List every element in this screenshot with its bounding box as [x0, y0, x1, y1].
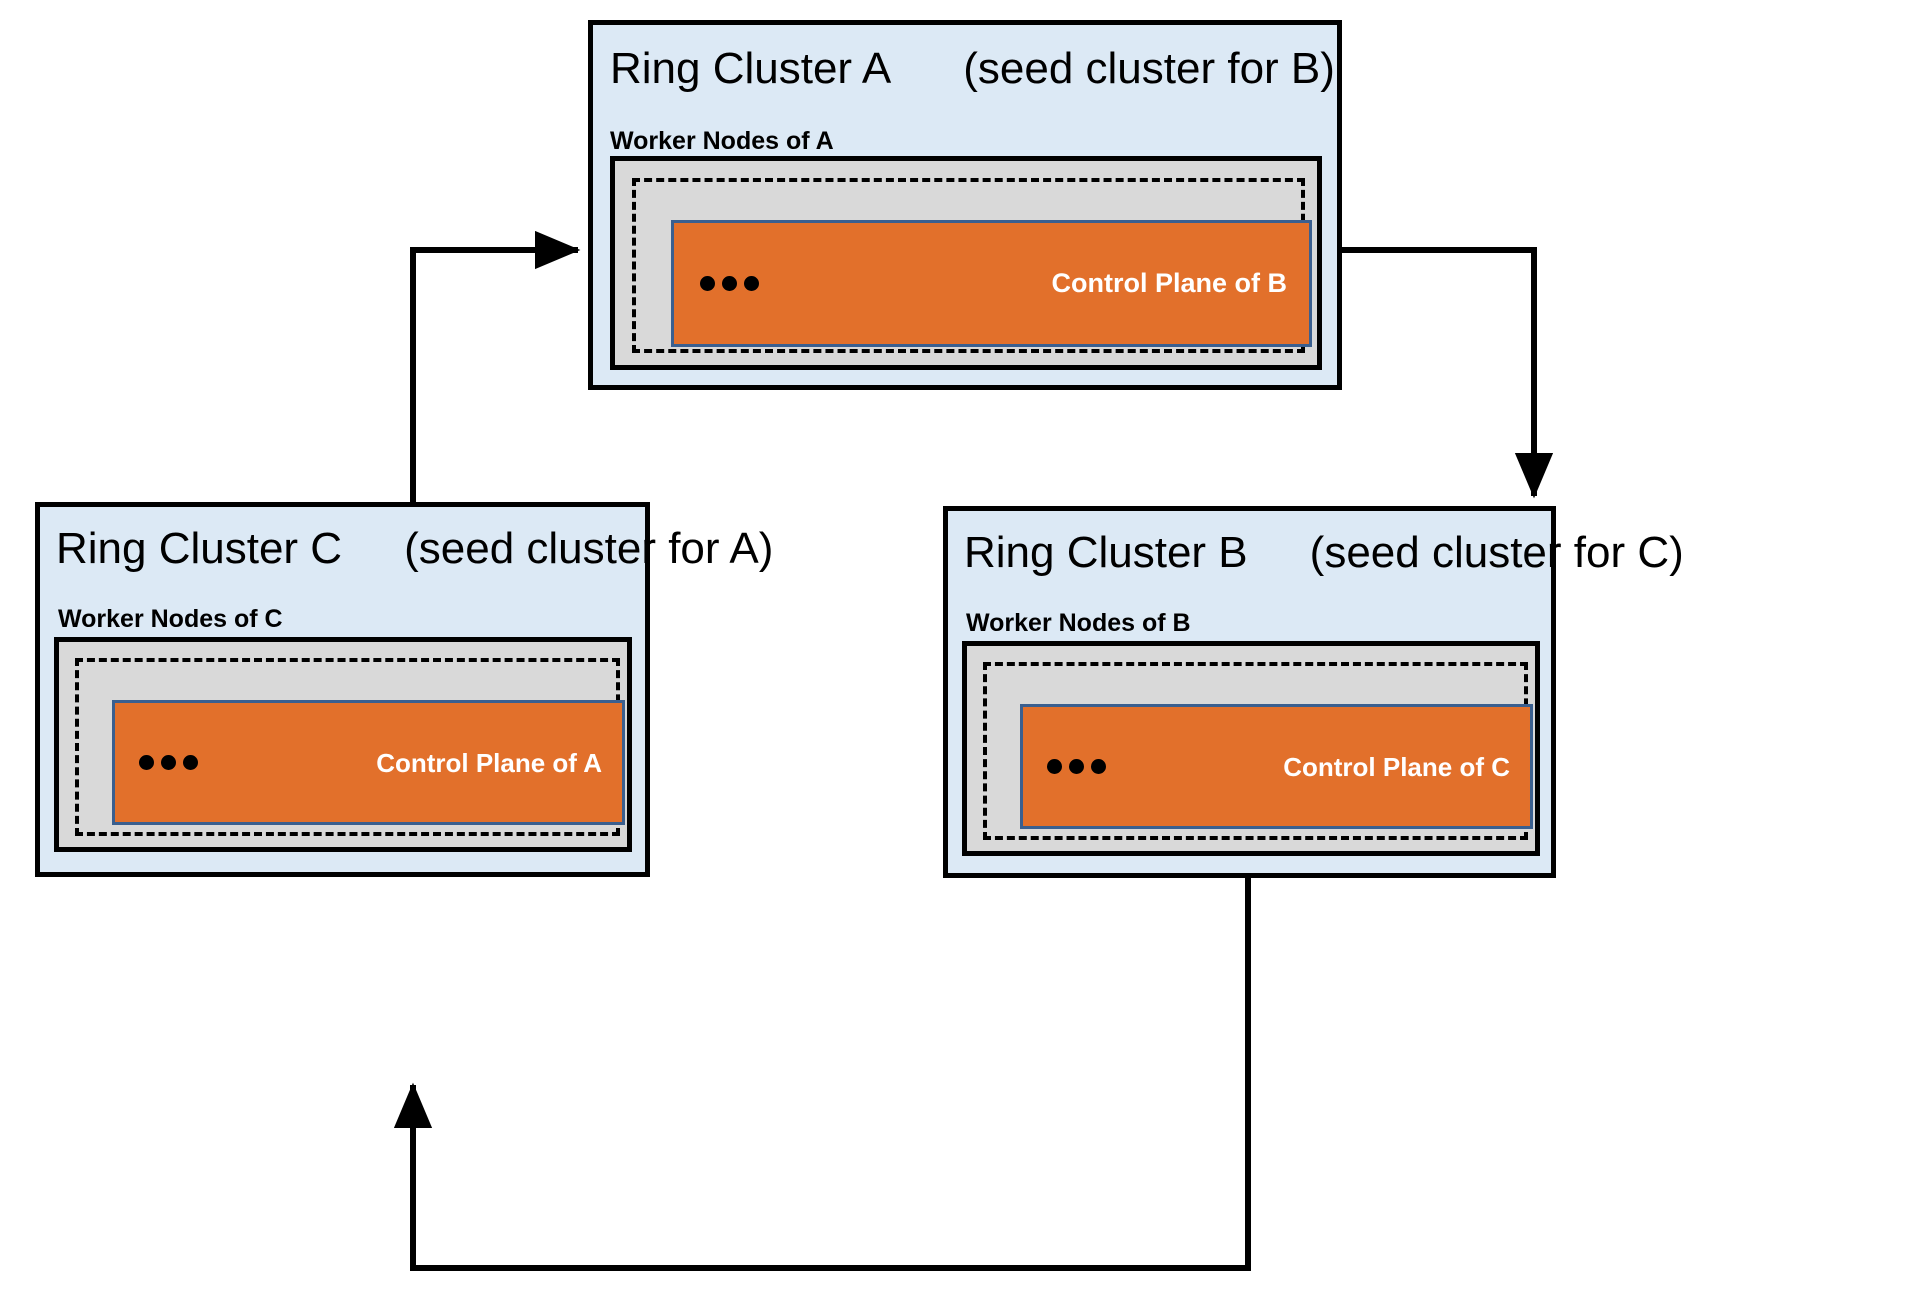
dot-icon: [722, 276, 737, 291]
cluster-title-sub-c: (seed cluster for A): [404, 524, 774, 573]
worker-node-dashed-boundary-c: Control Plane of A: [75, 658, 625, 836]
dot-icon: [139, 755, 154, 770]
cluster-title-sub-b: (seed cluster for C): [1309, 528, 1684, 577]
cluster-title-main-a: Ring Cluster A: [610, 44, 892, 93]
arrow-a-to-b: [1342, 247, 1554, 499]
cluster-box-b[interactable]: Ring Cluster B (seed cluster for C) Worke…: [943, 506, 1684, 878]
control-plane-label-b: Control Plane of C: [1283, 751, 1510, 782]
cluster-title-sub-a: (seed cluster for B): [963, 44, 1335, 93]
dot-icon: [1069, 759, 1084, 774]
dot-icon: [183, 755, 198, 770]
worker-nodes-label-a: Worker Nodes of A: [610, 127, 834, 155]
control-plane-box-a[interactable]: Control Plane of B: [671, 220, 1312, 347]
cluster-box-c[interactable]: Ring Cluster C (seed cluster for A) Worke…: [35, 502, 773, 877]
ellipsis-dots-icon-b: [1047, 759, 1106, 774]
control-plane-box-b[interactable]: Control Plane of C: [1020, 704, 1533, 829]
worker-node-dashed-boundary-b: Control Plane of C: [983, 662, 1533, 840]
arrow-c-to-a: [410, 230, 581, 502]
cluster-title-main-c: Ring Cluster C: [56, 524, 343, 573]
arrow-b-to-c: [393, 878, 1251, 1271]
dot-icon: [1091, 759, 1106, 774]
cluster-title-b: Ring Cluster B (seed cluster for C): [964, 531, 1684, 575]
ellipsis-dots-icon-a: [700, 276, 759, 291]
cluster-title-c: Ring Cluster C (seed cluster for A): [56, 527, 773, 571]
worker-nodes-box-b[interactable]: Control Plane of C: [962, 641, 1540, 856]
worker-node-dashed-boundary-a: Control Plane of B: [632, 178, 1312, 353]
cluster-title-a: Ring Cluster A (seed cluster for B): [610, 47, 1335, 91]
control-plane-label-c: Control Plane of A: [376, 747, 602, 778]
worker-nodes-box-a[interactable]: Control Plane of B: [610, 156, 1322, 370]
worker-nodes-label-c: Worker Nodes of C: [58, 605, 283, 633]
dot-icon: [1047, 759, 1062, 774]
cluster-title-main-b: Ring Cluster B: [964, 528, 1248, 577]
dot-icon: [744, 276, 759, 291]
dot-icon: [161, 755, 176, 770]
worker-nodes-label-b: Worker Nodes of B: [966, 609, 1191, 637]
control-plane-label-a: Control Plane of B: [1051, 268, 1288, 298]
dot-icon: [700, 276, 715, 291]
worker-nodes-box-c[interactable]: Control Plane of A: [54, 637, 632, 852]
control-plane-box-c[interactable]: Control Plane of A: [112, 700, 625, 825]
cluster-box-a[interactable]: Ring Cluster A (seed cluster for B) Worke…: [588, 20, 1342, 390]
ellipsis-dots-icon-c: [139, 755, 198, 770]
